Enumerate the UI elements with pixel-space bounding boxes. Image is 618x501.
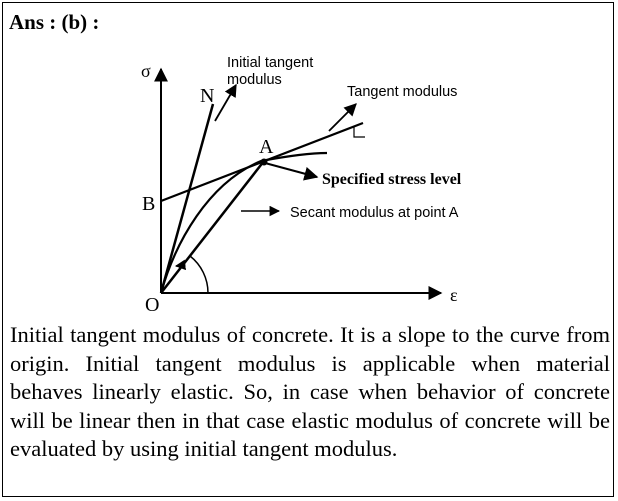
tangent-modulus-label: Tangent modulus	[347, 84, 457, 100]
secant-line	[160, 160, 265, 294]
point-a-marker	[260, 158, 268, 166]
angle-arc-outer	[189, 255, 209, 294]
origin-label: O	[145, 294, 159, 316]
y-axis-symbol: σ	[141, 61, 151, 81]
point-a-label: A	[259, 136, 274, 158]
initial-tangent-pointer	[214, 83, 237, 122]
initial-tangent-label-line2: modulus	[227, 72, 282, 88]
stress-strain-diagram: σ ε O N A B Initial tangent modulus Tang…	[141, 55, 462, 316]
initial-tangent-line	[159, 103, 215, 294]
point-b-label: B	[142, 193, 155, 215]
answer-heading: Ans : (b) :	[9, 10, 100, 34]
explanation-text: Initial tangent modulus of concrete. It …	[10, 322, 610, 461]
point-n-label: N	[200, 85, 214, 107]
x-axis-symbol: ε	[450, 285, 458, 305]
secant-modulus-label: Secant modulus at point A	[290, 205, 459, 221]
answer-box: Ans : (b) : σ	[2, 2, 614, 497]
specified-stress-pointer	[264, 162, 319, 181]
tangent-modulus-pointer	[328, 103, 357, 132]
tangent-slope-triangle	[353, 126, 365, 138]
initial-tangent-label-line1: Initial tangent	[227, 55, 313, 71]
specified-stress-label: Specified stress level	[322, 171, 462, 188]
